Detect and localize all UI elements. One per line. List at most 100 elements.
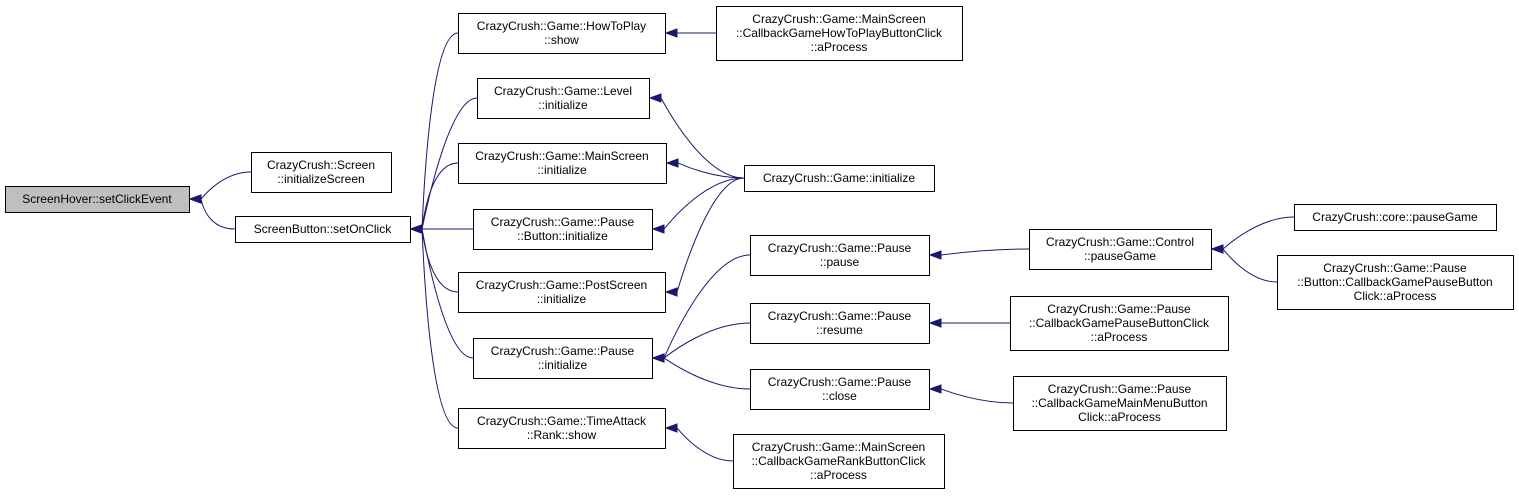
node-label-line: ScreenButton::setOnClick xyxy=(254,222,392,236)
node-mainscreen_init[interactable]: CrazyCrush::Game::MainScreen::initialize xyxy=(458,143,667,184)
node-pause_init[interactable]: CrazyCrush::Game::Pause::initialize xyxy=(473,338,653,379)
node-core_pause[interactable]: CrazyCrush::core::pauseGame xyxy=(1294,204,1497,231)
node-label-line: CrazyCrush::Game::initialize xyxy=(763,171,915,185)
arrowhead-icon xyxy=(928,384,942,394)
edges-layer xyxy=(188,28,1295,462)
edge-game_init-to-pausebutton_init xyxy=(651,177,745,234)
arrowhead-icon xyxy=(648,93,662,103)
edge-pause_close-to-pause_init xyxy=(651,353,751,390)
node-label-line: ::CallbackGamePauseButtonClick xyxy=(1029,316,1210,330)
node-label-line: ::initialize xyxy=(537,292,587,306)
edge-line xyxy=(663,322,751,359)
node-setonclick[interactable]: ScreenButton::setOnClick xyxy=(235,216,411,243)
edge-line xyxy=(940,248,1030,256)
arrowhead-icon xyxy=(664,287,678,297)
node-label-line: ::pause xyxy=(820,255,860,269)
edge-core_pause-to-control_pause xyxy=(1210,216,1295,254)
edge-line xyxy=(1222,248,1278,283)
edge-game_init-to-mainscreen_init xyxy=(665,158,745,179)
node-label-line: ::initialize xyxy=(538,358,588,372)
node-box xyxy=(458,272,666,313)
arrowhead-icon xyxy=(664,423,678,433)
node-label-line: CrazyCrush::Game::MainScreen xyxy=(752,12,925,26)
node-box xyxy=(1010,296,1229,351)
node-label-line: ::CallbackGameHowToPlayButtonClick xyxy=(736,26,943,40)
edge-postscreen_init-to-setonclick xyxy=(409,224,459,293)
node-label-line: ::Button::CallbackGamePauseButton xyxy=(1297,275,1492,289)
node-label-line: CrazyCrush::Game::Pause xyxy=(768,309,912,323)
node-label-line: CrazyCrush::Game::MainScreen xyxy=(475,149,648,163)
node-label-line: CrazyCrush::Game::Pause xyxy=(768,375,912,389)
edge-line xyxy=(421,228,474,359)
node-pause_resume[interactable]: CrazyCrush::Game::Pause::resume xyxy=(750,303,930,344)
edge-line xyxy=(660,97,745,179)
node-label-line: ::close xyxy=(822,389,857,403)
node-box xyxy=(750,303,930,344)
node-label-line: ::Rank::show xyxy=(527,428,597,442)
node-box xyxy=(1029,229,1212,270)
edge-line xyxy=(421,162,459,230)
node-rank_cb[interactable]: CrazyCrush::Game::MainScreen::CallbackGa… xyxy=(733,434,945,489)
node-label-line: CrazyCrush::Game::Pause xyxy=(1048,382,1192,396)
node-pausebutton_init[interactable]: CrazyCrush::Game::Pause::Button::initial… xyxy=(473,209,653,250)
node-box xyxy=(1294,204,1497,231)
node-level_init[interactable]: CrazyCrush::Game::Level::initialize xyxy=(477,78,650,119)
arrowhead-icon xyxy=(188,194,202,204)
node-screen_init[interactable]: CrazyCrush::Screen::initializeScreen xyxy=(251,152,392,193)
node-mainmenu_cb[interactable]: CrazyCrush::Game::Pause::CallbackGameMai… xyxy=(1013,376,1227,431)
edge-line xyxy=(676,177,745,293)
node-box xyxy=(458,13,666,54)
node-label-line: CrazyCrush::Game::HowToPlay xyxy=(477,19,646,33)
edge-rank_cb-to-rank_show xyxy=(664,423,734,462)
node-label-line: CrazyCrush::Game::Pause xyxy=(491,215,635,229)
node-game_init[interactable]: CrazyCrush::Game::initialize xyxy=(744,165,935,192)
node-label-line: ::aProcess xyxy=(810,468,867,482)
node-pause_pause[interactable]: CrazyCrush::Game::Pause::pause xyxy=(750,235,930,276)
node-label-line: ::initializeScreen xyxy=(277,172,364,186)
node-label-line: CrazyCrush::core::pauseGame xyxy=(1312,210,1478,224)
edge-setonclick-to-root xyxy=(188,194,236,230)
node-label-line: ::initialize xyxy=(537,163,587,177)
edge-line xyxy=(940,388,1014,404)
node-box xyxy=(458,143,667,184)
node-box xyxy=(458,408,666,449)
nodes-layer: ScreenHover::setClickEvent CrazyCrush::Sc… xyxy=(5,6,1514,489)
node-pause_cb_resume[interactable]: CrazyCrush::Game::Pause::CallbackGamePau… xyxy=(1010,296,1229,351)
node-howto_cb[interactable]: CrazyCrush::Game::MainScreen::CallbackGa… xyxy=(716,6,963,61)
edge-pause_resume-to-pause_init xyxy=(651,322,751,363)
node-label-line: Click::aProcess xyxy=(1354,289,1437,303)
node-label-line: ::aProcess xyxy=(1091,330,1148,344)
node-pause_close[interactable]: CrazyCrush::Game::Pause::close xyxy=(750,369,930,410)
node-label-line: CrazyCrush::Screen xyxy=(267,158,375,172)
edge-game_init-to-level_init xyxy=(648,93,745,179)
node-label-line: CrazyCrush::Game::PostScreen xyxy=(476,278,647,292)
node-rank_show[interactable]: CrazyCrush::Game::TimeAttack::Rank::show xyxy=(458,408,666,449)
edge-line xyxy=(1222,216,1295,250)
edge-line xyxy=(663,357,751,390)
node-label-line: ::CallbackGameRankButtonClick xyxy=(751,454,926,468)
edge-line xyxy=(676,427,734,462)
node-postscreen_init[interactable]: CrazyCrush::Game::PostScreen::initialize xyxy=(458,272,666,313)
edge-pause_cb_resume-to-pause_resume xyxy=(928,318,1010,328)
node-box xyxy=(750,369,930,410)
node-box xyxy=(733,434,945,489)
edge-line xyxy=(421,228,459,293)
arrowhead-icon xyxy=(651,224,665,234)
edge-line xyxy=(200,198,236,230)
node-label-line: ScreenHover::setClickEvent xyxy=(22,192,172,206)
node-control_pause[interactable]: CrazyCrush::Game::Control::pauseGame xyxy=(1029,229,1212,270)
edge-line xyxy=(677,162,745,179)
node-box xyxy=(716,6,963,61)
node-label-line: ::aProcess xyxy=(811,40,868,54)
edge-line xyxy=(421,32,459,230)
node-label-line: ::pauseGame xyxy=(1084,249,1156,263)
node-label-line: ::CallbackGameMainMenuButton xyxy=(1031,396,1207,410)
node-box xyxy=(1277,255,1514,310)
node-root[interactable]: ScreenHover::setClickEvent xyxy=(5,186,190,213)
node-box xyxy=(235,216,411,243)
node-pausebtn_cb[interactable]: CrazyCrush::Game::Pause::Button::Callbac… xyxy=(1277,255,1514,310)
node-label-line: CrazyCrush::Game::MainScreen xyxy=(752,440,925,454)
node-label-line: ::Button::initialize xyxy=(517,229,608,243)
node-howtoplay_show[interactable]: CrazyCrush::Game::HowToPlay::show xyxy=(458,13,666,54)
